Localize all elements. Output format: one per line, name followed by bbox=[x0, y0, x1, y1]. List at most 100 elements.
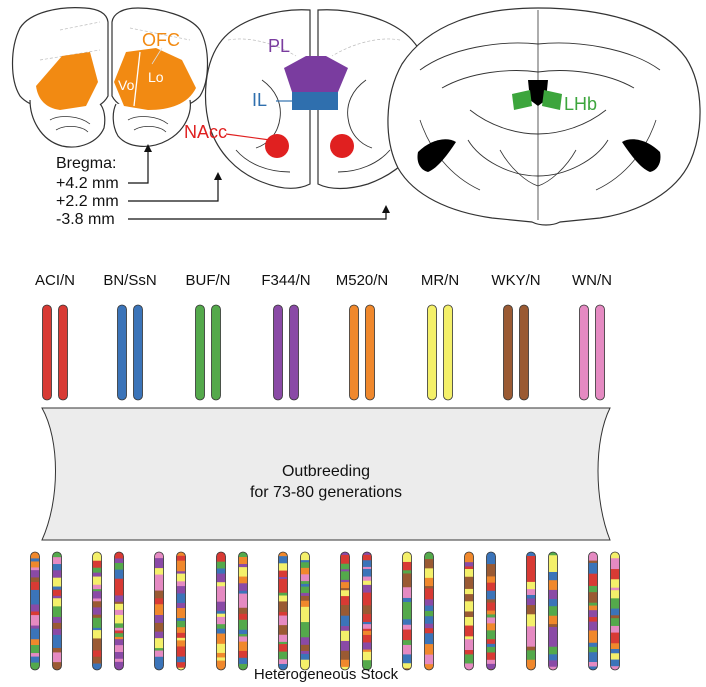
hs-segment bbox=[548, 555, 558, 564]
hs-segment bbox=[30, 582, 40, 591]
hs-segment bbox=[424, 588, 434, 600]
hs-segment bbox=[588, 592, 598, 604]
hs-segment bbox=[340, 626, 350, 632]
ofc-region-left bbox=[36, 52, 98, 110]
hs-segment bbox=[362, 630, 372, 636]
hs-chromosome-outline bbox=[526, 551, 536, 671]
hs-segment bbox=[300, 659, 310, 670]
hs-chromosome bbox=[362, 552, 372, 670]
hs-segment bbox=[402, 573, 412, 581]
hs-segment bbox=[238, 564, 248, 568]
hs-segment bbox=[588, 602, 598, 606]
hs-segment bbox=[424, 586, 434, 589]
hs-segment bbox=[526, 614, 536, 624]
hs-segment bbox=[278, 592, 288, 596]
hs-segment bbox=[548, 589, 558, 600]
founder-chromosome bbox=[289, 304, 299, 401]
hs-segment bbox=[464, 576, 474, 581]
lhb-section-outline bbox=[387, 7, 701, 226]
strain-label: MR/N bbox=[421, 272, 459, 289]
hs-segment bbox=[340, 590, 350, 597]
bregma-level-3: -3.8 mm bbox=[56, 211, 115, 228]
hs-segment bbox=[238, 593, 248, 600]
hs-segment bbox=[52, 586, 62, 591]
hs-segment bbox=[92, 567, 102, 574]
hs-segment bbox=[154, 558, 164, 569]
hs-segment bbox=[402, 552, 412, 563]
hs-segment bbox=[300, 595, 310, 602]
hs-segment bbox=[30, 615, 40, 626]
hs-segment bbox=[154, 583, 164, 591]
hs-segment bbox=[278, 634, 288, 643]
hs-segment bbox=[176, 586, 186, 594]
hs-chromosome-outline bbox=[114, 551, 124, 671]
hs-segment bbox=[340, 596, 350, 606]
nacc-right bbox=[330, 134, 354, 158]
founder-chromosome bbox=[58, 304, 68, 401]
hs-segment bbox=[588, 552, 598, 562]
hs-segment bbox=[464, 569, 474, 578]
hs-segment bbox=[340, 604, 350, 617]
hs-segment bbox=[610, 558, 620, 564]
hs-segment bbox=[154, 574, 164, 585]
hs-segment bbox=[610, 598, 620, 609]
hs-segment bbox=[340, 571, 350, 581]
hs-segment bbox=[114, 552, 124, 559]
hs-segment bbox=[92, 614, 102, 619]
hs-segment bbox=[486, 652, 496, 661]
hs-segment bbox=[486, 602, 496, 611]
hs-segment bbox=[402, 597, 412, 603]
hs-segment bbox=[610, 649, 620, 654]
hs-segment bbox=[610, 659, 620, 667]
hs-segment bbox=[300, 567, 310, 575]
hs-segment bbox=[30, 662, 40, 670]
ofc-region-right bbox=[114, 48, 196, 110]
hs-segment bbox=[92, 638, 102, 647]
hs-chromosome-outline bbox=[52, 551, 62, 671]
hs-segment bbox=[216, 582, 226, 587]
hs-segment bbox=[154, 631, 164, 639]
hs-segment bbox=[92, 560, 102, 569]
outbreeding-line-2: for 73-80 generations bbox=[250, 484, 402, 501]
hs-segment bbox=[402, 654, 412, 664]
hs-segment bbox=[52, 662, 62, 670]
hs-segment bbox=[278, 595, 288, 602]
hs-segment bbox=[588, 652, 598, 661]
hs-segment bbox=[464, 625, 474, 637]
hs-segment bbox=[424, 651, 434, 656]
hs-segment bbox=[92, 589, 102, 592]
hs-segment bbox=[340, 650, 350, 657]
hs-segment bbox=[176, 662, 186, 669]
hs-segment bbox=[300, 606, 310, 618]
hs-segment bbox=[424, 577, 434, 587]
hs-chromosome-outline bbox=[154, 551, 164, 671]
bregma-level-1: +4.2 mm bbox=[56, 175, 119, 192]
hs-segment bbox=[362, 651, 372, 661]
hs-segment bbox=[52, 595, 62, 599]
hs-segment bbox=[340, 582, 350, 589]
hs-segment bbox=[402, 602, 412, 611]
hs-segment bbox=[114, 639, 124, 646]
lhb-ventricle-right bbox=[622, 139, 661, 172]
hs-segment bbox=[238, 634, 248, 637]
hs-segment bbox=[30, 656, 40, 663]
hs-segment bbox=[52, 616, 62, 624]
hs-segment bbox=[238, 552, 248, 558]
hs-chromosome bbox=[402, 552, 412, 670]
hs-segment bbox=[486, 623, 496, 631]
hs-segment bbox=[52, 647, 62, 653]
hs-segment bbox=[176, 573, 186, 578]
hs-segment bbox=[362, 605, 372, 615]
hs-segment bbox=[548, 624, 558, 628]
founder-chromosome bbox=[443, 304, 453, 401]
hs-segment bbox=[278, 651, 288, 660]
hs-chromosome-outline bbox=[92, 551, 102, 671]
hs-segment bbox=[548, 615, 558, 625]
hs-segment bbox=[588, 659, 598, 663]
strain-label: WN/N bbox=[572, 272, 612, 289]
hs-segment bbox=[114, 645, 124, 653]
hs-segment bbox=[486, 564, 496, 568]
founder-chromosome bbox=[503, 304, 513, 401]
hs-segment bbox=[238, 629, 248, 635]
hs-segment bbox=[526, 630, 536, 639]
